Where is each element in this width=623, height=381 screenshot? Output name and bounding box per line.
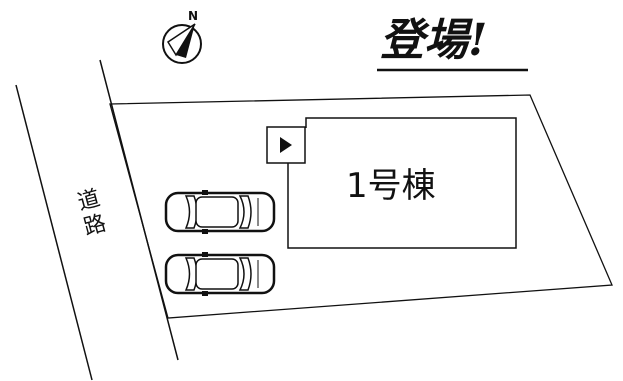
building-1: 1号棟 [287, 117, 517, 249]
parked-car-icon [164, 252, 276, 296]
road: 道 路 [15, 59, 179, 381]
north-compass-icon: N [162, 9, 202, 64]
north-label: N [188, 9, 198, 23]
title: 登場! [377, 15, 528, 72]
road-edge-left [15, 84, 93, 381]
road-label-2: 路 [81, 211, 109, 241]
entrance-marker-icon [266, 126, 306, 164]
building-label: 1号棟 [346, 166, 436, 206]
parked-car-icon [164, 190, 276, 234]
title-text: 登場! [380, 15, 487, 66]
lot-boundary [109, 94, 613, 319]
